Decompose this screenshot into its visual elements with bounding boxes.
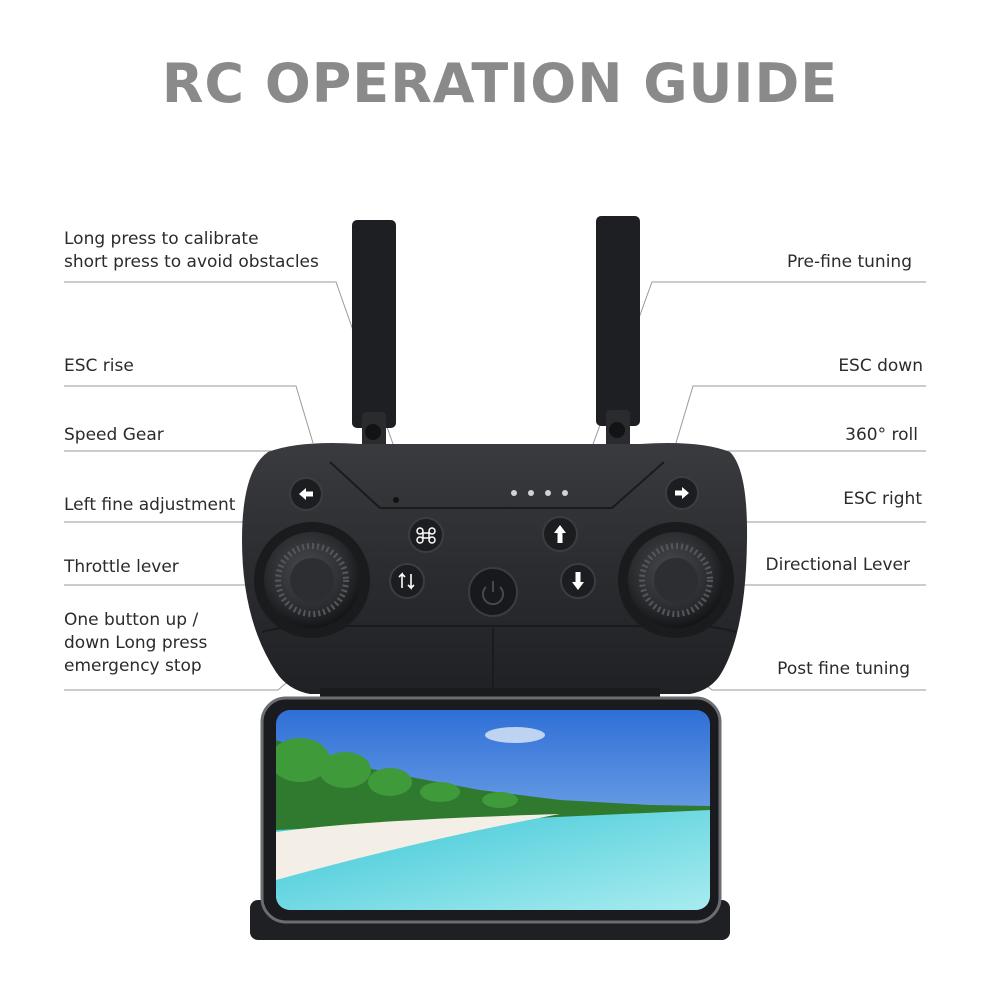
- label-left-fine-adjustment: Left fine adjustment: [64, 495, 236, 515]
- phone-screen-beach-image: [276, 710, 710, 910]
- left-antenna: [352, 220, 396, 428]
- label-throttle-lever: Throttle lever: [64, 557, 179, 577]
- label-esc-right: ESC right: [843, 489, 922, 509]
- takeoff-land-button[interactable]: [389, 563, 425, 599]
- throttle-lever[interactable]: [254, 522, 370, 638]
- arrow-right-icon: [675, 487, 689, 499]
- arrow-down-icon: [572, 572, 584, 590]
- label-esc-down: ESC down: [838, 356, 923, 376]
- left-fine-adjustment-button[interactable]: [289, 477, 323, 511]
- page-title: RC OPERATION GUIDE: [161, 52, 839, 115]
- arrow-up-icon: [554, 525, 566, 543]
- post-fine-tuning-button[interactable]: [560, 563, 596, 599]
- antennas: [352, 216, 640, 452]
- directional-lever[interactable]: [618, 522, 734, 638]
- calibrate-button[interactable]: [408, 517, 444, 553]
- label-pre-fine-tuning: Pre-fine tuning: [786, 252, 912, 272]
- drone-icon: [416, 527, 436, 544]
- up-down-icon: [398, 572, 415, 590]
- power-icon: [482, 581, 504, 606]
- label-post-fine-tuning: Post fine tuning: [777, 659, 910, 679]
- right-antenna: [596, 216, 640, 426]
- label-directional-lever: Directional Lever: [765, 555, 910, 575]
- arrow-left-icon: [299, 488, 313, 500]
- phone: [260, 696, 722, 924]
- label-360-roll: 360° roll: [845, 425, 918, 445]
- label-esc-rise: ESC rise: [64, 356, 134, 376]
- pre-fine-tuning-button[interactable]: [542, 516, 578, 552]
- label-calibrate: Long press to calibrate short press to a…: [64, 229, 319, 272]
- esc-right-button[interactable]: [665, 476, 699, 510]
- power-button[interactable]: [468, 567, 518, 617]
- label-speed-gear: Speed Gear: [64, 425, 164, 445]
- label-one-button: One button up / down Long press emergenc…: [64, 610, 208, 676]
- phone-clamp: [320, 688, 660, 698]
